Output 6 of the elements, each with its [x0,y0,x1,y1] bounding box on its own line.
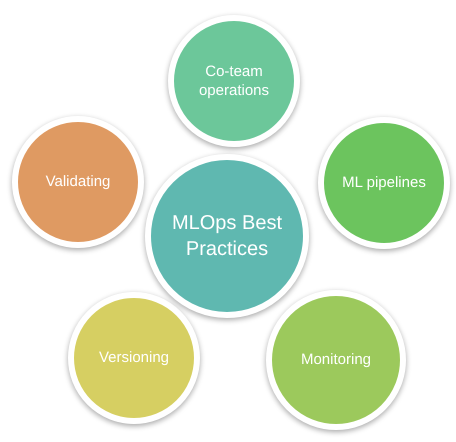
node-label: ML pipelines [341,173,427,193]
node-label: Monitoring [300,350,372,370]
node-label: Versioning [98,348,170,368]
node-label: Co-team operations [198,62,270,100]
node-label: Validating [44,172,112,192]
node-label: MLOps Best Practices [170,211,284,262]
